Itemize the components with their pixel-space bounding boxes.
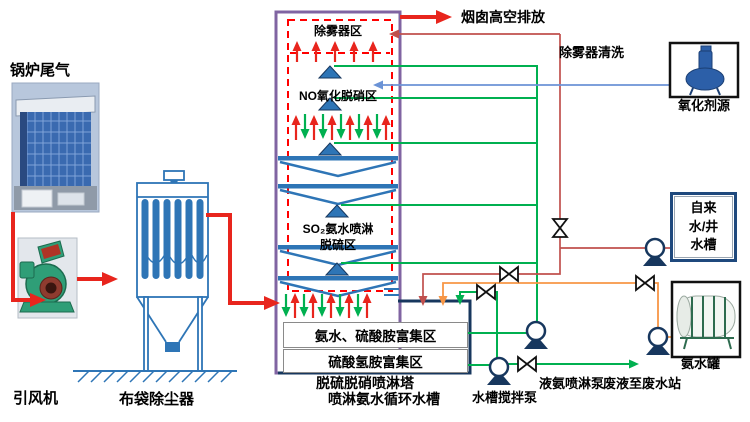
spray-nozzle-icon [317, 65, 350, 276]
ammonia-transfer-pump [646, 326, 670, 355]
circulation-tank [278, 299, 472, 375]
label-stack-discharge: 烟囱高空排放 [461, 9, 545, 25]
label-so2-zone-line2: 脱硫区 [319, 238, 356, 252]
ground-hatch [116, 370, 129, 383]
label-boiler-exhaust: 锅炉尾气 [10, 62, 71, 79]
valve-waste-line [517, 355, 537, 373]
label-ammonia-tank: 氨水罐 [681, 356, 721, 371]
tray [278, 156, 398, 298]
ammonia-tank-image [670, 280, 742, 359]
tap-water-line2: 水/井 [688, 218, 719, 234]
boiler-photo [11, 82, 100, 213]
oxidant-source-box [668, 41, 740, 99]
induced-draft-fan-image [17, 237, 78, 319]
label-tank-stir-pump: 水槽搅拌泵 [472, 390, 538, 405]
flue-gas-pipes [11, 10, 452, 310]
label-no-oxidation-zone: NO氧化脱硝区 [298, 89, 377, 103]
ground-hatch [220, 370, 233, 383]
level-marks [384, 288, 399, 296]
valve-stir-return [476, 283, 496, 301]
label-spray-tower: 脱硫脱硝喷淋塔 [316, 375, 414, 391]
valve-ammonia-line [635, 274, 655, 292]
ground-hatch [103, 370, 116, 383]
tap-water-pump [643, 237, 667, 266]
label-circulation-tank: 喷淋氨水循环水槽 [328, 391, 440, 407]
ground-hatch [168, 370, 181, 383]
ground-hatch [207, 370, 220, 383]
label-induced-draft-fan: 引风机 [13, 390, 59, 407]
pump-icons [487, 237, 670, 385]
ammonia-spray-pump [524, 320, 548, 349]
ground-hatch [77, 370, 90, 383]
tap-water-line1: 自来 [690, 199, 717, 215]
ground-hatch [142, 370, 155, 383]
tap-water-line3: 水槽 [690, 237, 717, 253]
bag-filter-drawing [136, 170, 209, 372]
label-bag-filter: 布袋除尘器 [119, 391, 195, 408]
ground-hatch [129, 370, 142, 383]
label-waste-to-station: 废液至废水站 [603, 376, 682, 391]
spray-tower [274, 10, 402, 375]
label-so2-zone-line1: SO₂氨水喷淋 [302, 222, 374, 236]
valve-icons [476, 218, 655, 373]
label-oxidant-source: 氧化剂源 [677, 98, 730, 113]
ground-hatch [181, 370, 194, 383]
valve-wash-riser [551, 218, 569, 238]
zone-ammonia-sulfate-enrichment: 氨水、硫酸胺富集区 [283, 322, 468, 348]
valve-wash-line [499, 265, 519, 283]
label-demister-zone: 除雾器区 [313, 24, 362, 38]
zone-bisulfate-enrichment: 硫酸氢胺富集区 [283, 349, 468, 373]
oxidant-device-image [685, 45, 725, 96]
spray-circulation-pipes [334, 65, 639, 369]
ground-hatch [194, 370, 207, 383]
label-demister-wash: 除雾器清洗 [559, 45, 625, 60]
wash-water-pipes [389, 29, 671, 306]
ground-line [73, 370, 237, 383]
ground-hatch [155, 370, 168, 383]
label-ammonia-spray-pump: 液氨喷淋泵 [539, 376, 605, 391]
tank-stirring-pump [487, 356, 511, 385]
tap-water-tank: 自来 水/井 水槽 [670, 192, 737, 262]
ground-hatch [90, 370, 103, 383]
